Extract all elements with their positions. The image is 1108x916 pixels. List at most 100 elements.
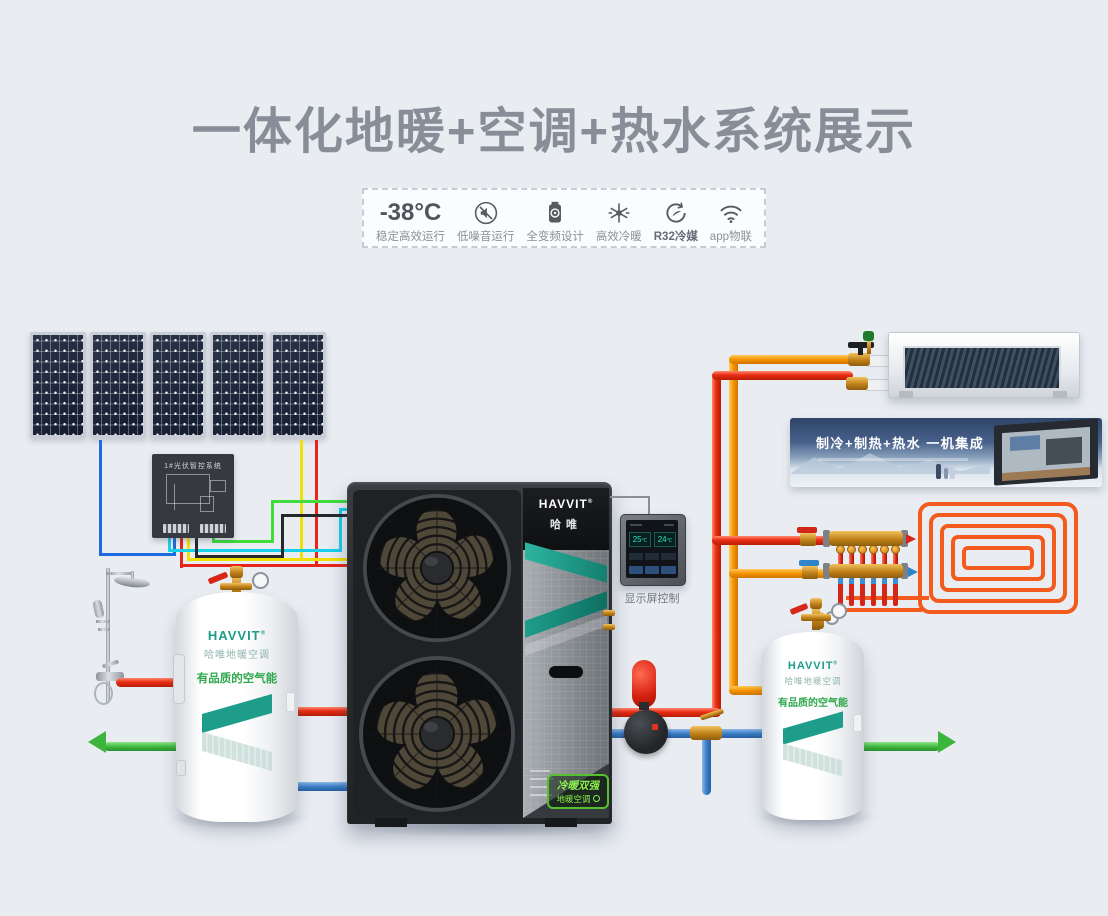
coil-loop xyxy=(940,524,1056,592)
pump-label-dot xyxy=(652,724,658,730)
feature-label: 全变频设计 xyxy=(526,231,584,243)
temp-display-left: 25℃ xyxy=(629,532,651,547)
shower-head-stem xyxy=(131,571,134,579)
fan-bottom xyxy=(359,656,515,812)
shower-hot-pipe xyxy=(116,678,192,687)
panel-handle-slot xyxy=(549,666,583,678)
pv-wire-cyan xyxy=(339,508,342,552)
fan-coil-valve-handle xyxy=(848,342,874,348)
heat-pump-foot xyxy=(375,818,407,827)
heat-pump-brand: HAVVIT® xyxy=(523,497,609,511)
thermostat-button[interactable] xyxy=(645,566,659,574)
tank-return-pipe-left xyxy=(292,782,352,791)
valve-tee xyxy=(220,583,252,590)
feature-stable: -38°C 稳定高效运行 xyxy=(376,192,445,244)
screen-status-bar xyxy=(664,524,674,526)
thermostat-screen: 25℃ 24℃ xyxy=(626,520,678,578)
ac-supply-riser xyxy=(729,355,738,691)
page-title: 一体化地暖+空调+热水系统展示 xyxy=(191,105,917,159)
manifold-return-outlet xyxy=(849,578,854,606)
pv-circuit-line xyxy=(200,496,214,512)
pv-wire-green xyxy=(212,540,274,543)
coil-connector xyxy=(846,596,929,600)
feature-label: R32冷媒 xyxy=(653,231,698,243)
feature-iot: app物联 xyxy=(710,192,752,244)
manifold-feed-red xyxy=(712,536,833,545)
pv-wire-cyan xyxy=(168,530,171,552)
refrigerant-port xyxy=(603,610,615,616)
badge-line1: 冷暖双强 xyxy=(557,780,599,792)
brand-text: HAVVIT xyxy=(538,497,588,511)
expansion-vessel-base xyxy=(639,702,649,710)
banner-subline xyxy=(818,458,968,461)
temp-unit: ℃ xyxy=(666,538,673,544)
ac-supply-top xyxy=(729,355,855,364)
manifold-vent-blue xyxy=(908,567,918,577)
banner-person xyxy=(936,464,941,479)
pv-wire-blue xyxy=(99,440,102,556)
coil-loop xyxy=(918,502,1078,614)
manifold-return-outlet xyxy=(882,578,887,606)
inverter-battery-icon xyxy=(549,201,562,223)
mixer-body xyxy=(96,672,124,681)
manifold-end-cap xyxy=(901,530,908,547)
refrigerant-port xyxy=(603,624,615,630)
manifold-valve-red-body xyxy=(800,533,816,546)
shower-crossbar xyxy=(98,628,110,631)
thermostat-button[interactable] xyxy=(661,566,676,574)
pv-wire-cyan xyxy=(339,508,353,511)
fan-coil-green-knob xyxy=(863,331,874,341)
mixer-handle xyxy=(101,659,120,669)
heat-pump-side-panel: HAVVIT® 哈唯 冷暖双强 地暖空调 xyxy=(523,488,609,818)
pv-wire-green xyxy=(271,500,274,543)
manifold-knob xyxy=(836,545,845,554)
pv-wire-yellow xyxy=(187,530,190,561)
pv-wire-red xyxy=(315,440,318,567)
fan-coil-grille xyxy=(903,346,1061,390)
tank-brand: HAVVIT® xyxy=(762,660,864,672)
shower-set xyxy=(88,562,168,712)
manifold-valve-blue-handle xyxy=(799,560,819,566)
pv-circuit-line xyxy=(174,484,193,510)
thermostat-button[interactable] xyxy=(629,553,643,560)
thermostat-button[interactable] xyxy=(645,553,659,560)
temp-display-right: 24℃ xyxy=(654,532,676,547)
brand-reg: ® xyxy=(833,660,839,667)
pressure-gauge xyxy=(252,572,269,589)
ac-return-top xyxy=(712,371,853,380)
water-tank-right: HAVVIT® 哈唯地暖空调 有品质的空气能 xyxy=(762,632,864,820)
tank-slogan: 有品质的空气能 xyxy=(196,673,278,685)
spec-text-bar xyxy=(530,786,548,788)
thermostat-wire xyxy=(610,496,650,498)
promo-banner: 制冷+制热+热水 一机集成 xyxy=(790,418,1102,487)
ball-valve-body xyxy=(690,726,722,740)
thermostat-button[interactable] xyxy=(661,553,676,560)
manifold-end-cap xyxy=(823,530,830,547)
badge-dot-icon xyxy=(592,795,600,802)
recycle-icon xyxy=(666,202,686,223)
manifold-return-outlet xyxy=(871,578,876,606)
shower-pole xyxy=(106,568,110,702)
pv-circuit-line xyxy=(210,480,226,492)
feature-label: 稳定高效运行 xyxy=(376,231,445,243)
feature-bar: -38°C 稳定高效运行 低噪音运行 全变频设计 高效冷暖 xyxy=(362,188,766,248)
manifold-knob xyxy=(880,545,889,554)
spec-text-bar xyxy=(530,770,550,772)
manifold-end-cap xyxy=(823,563,830,579)
thermostat-button[interactable] xyxy=(629,566,643,574)
flow-arrow-right xyxy=(938,731,956,753)
handheld-sprayer xyxy=(92,599,105,619)
tank-sticker xyxy=(286,692,295,712)
tank-side-plate xyxy=(173,654,185,704)
brand-reg: ® xyxy=(260,630,267,637)
manifold-supply-bar xyxy=(829,531,903,546)
tank-slogan: 有品质的空气能 xyxy=(778,698,848,709)
manifold-knob xyxy=(869,545,878,554)
pv-terminal-block xyxy=(163,524,189,533)
fan-coil-unit xyxy=(888,332,1080,398)
pv-wire-black xyxy=(281,514,284,558)
solar-panel xyxy=(150,332,206,438)
feature-label: 低噪音运行 xyxy=(456,231,515,243)
pv-wire-blue xyxy=(173,530,176,556)
temp-value: 25 xyxy=(632,535,642,544)
